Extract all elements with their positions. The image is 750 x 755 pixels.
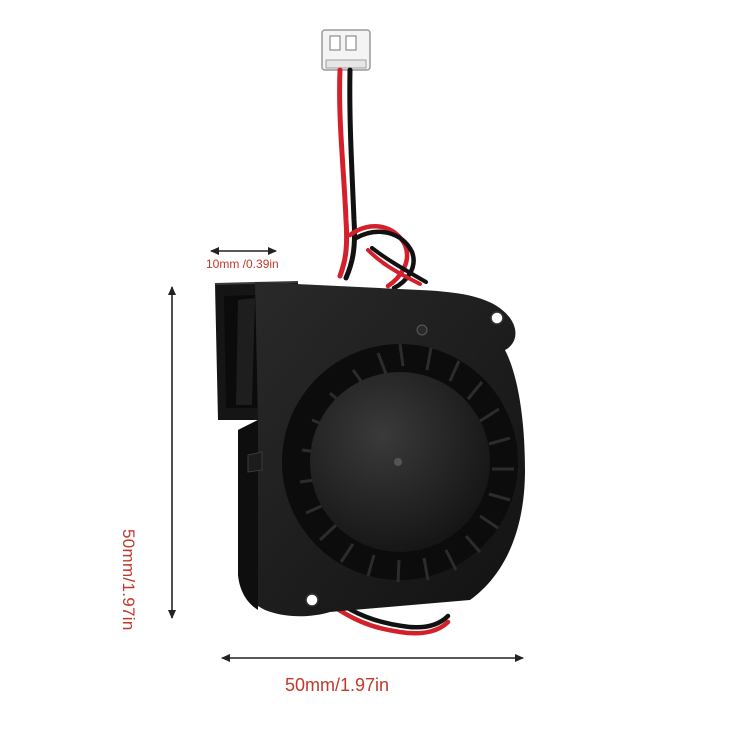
fan-wires: [327, 67, 451, 636]
depth-dimension-label: 10mm /0.39in: [206, 257, 279, 271]
height-dimension-label: 50mm/1.97in: [119, 529, 138, 631]
jst-connector: [321, 29, 371, 71]
fan-impeller: [282, 343, 518, 583]
width-dimension-label: 50mm/1.97in: [285, 675, 390, 695]
dimension-arrows: [168, 247, 524, 662]
